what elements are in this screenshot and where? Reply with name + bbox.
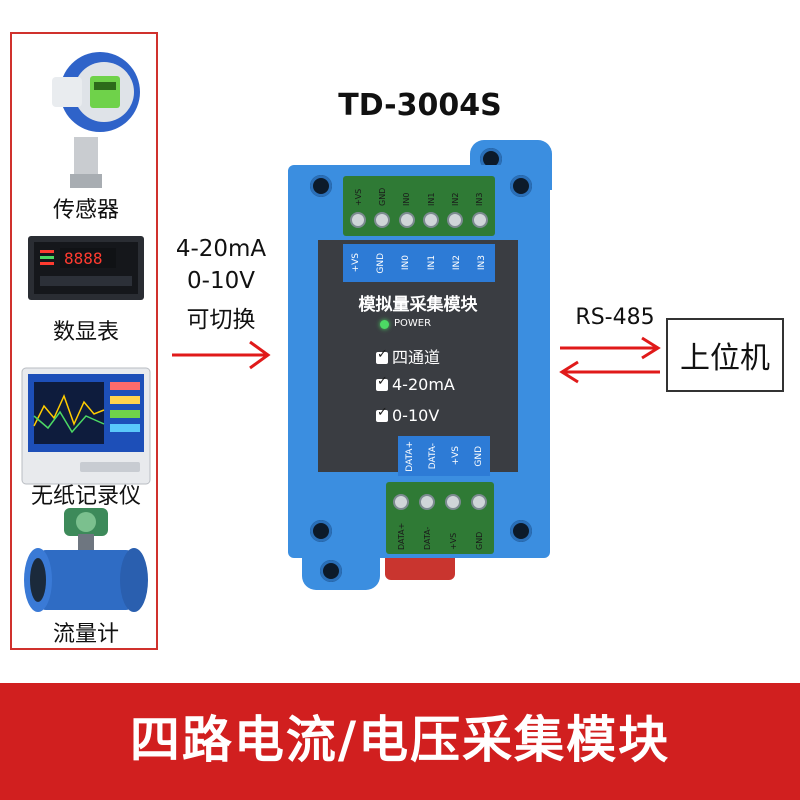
pressure-sensor-icon (52, 52, 140, 188)
top-screw-row (346, 212, 492, 228)
checkbox-icon (376, 347, 388, 364)
din-rail-clip (385, 558, 455, 580)
checkbox-icon (376, 374, 388, 391)
top-terminal-block (343, 176, 495, 236)
device-label-meter: 数显表 (52, 320, 119, 345)
screw-icon (445, 494, 461, 510)
feature-current: 4-20mA (376, 374, 455, 394)
checkbox-icon (376, 405, 388, 422)
signal-switchable: 可切换 (186, 307, 256, 333)
device-label-recorder: 无纸记录仪 (30, 484, 141, 509)
screw-icon (350, 212, 367, 228)
bidirectional-arrow-icon (559, 336, 661, 384)
signal-4-20ma: 4-20mA (175, 236, 267, 262)
svg-text:8888: 8888 (64, 249, 103, 268)
top-pin-header-gnd: GND (377, 187, 387, 206)
top-pin-header-in3: IN3 (475, 192, 485, 206)
bottom-screw-row (388, 494, 492, 510)
top-pin-header-vs: +VS (353, 188, 363, 206)
case-hole-br (510, 520, 532, 542)
bottom-pin-footer-vs: +VS (448, 532, 458, 550)
top-pin-header-in2: IN2 (450, 192, 460, 206)
model-title: TD-3004S (338, 88, 502, 123)
signal-0-10v: 0-10V (187, 268, 255, 294)
feature-voltage: 0-10V (376, 405, 439, 425)
pin-in0: IN0 (401, 255, 412, 271)
screw-icon (419, 494, 435, 510)
device-panel: 传感器 8888 数显表 无纸记录仪 流量计 (10, 32, 158, 650)
screw-icon (374, 212, 391, 228)
bottom-terminal-footer: DATA+ DATA- +VS GND (388, 518, 492, 550)
screw-icon (447, 212, 464, 228)
flow-meter-icon (24, 508, 148, 612)
case-hole-tl (310, 175, 332, 197)
input-pin-strip: +VS GND IN0 IN1 IN2 IN3 (343, 244, 495, 282)
top-pin-header-in1: IN1 (426, 192, 436, 206)
bottom-pin-footer-data-minus: DATA- (422, 526, 432, 550)
power-led-icon (380, 320, 389, 329)
screw-icon (423, 212, 440, 228)
pin-data-minus: DATA- (427, 442, 438, 470)
pin-vs: +VS (350, 253, 361, 273)
device-label-flowmeter: 流量计 (52, 622, 119, 647)
bottom-pin-footer-data-plus: DATA+ (396, 522, 406, 550)
pin-out-gnd: GND (473, 445, 484, 467)
screw-icon (471, 494, 487, 510)
host-computer-box: 上位机 (666, 318, 784, 392)
ear-hole-top (480, 148, 502, 170)
bottom-banner (0, 683, 800, 800)
case-hole-tr (510, 175, 532, 197)
output-pin-strip: DATA+ DATA- +VS GND (398, 436, 490, 476)
case-hole-bl (310, 520, 332, 542)
top-pin-header-in0: IN0 (402, 192, 412, 206)
bottom-pin-footer-gnd: GND (474, 531, 484, 550)
pin-gnd: GND (375, 252, 386, 274)
pin-data-plus: DATA+ (404, 440, 415, 472)
screw-icon (398, 212, 415, 228)
screw-icon (471, 212, 488, 228)
pin-in1: IN1 (426, 255, 437, 271)
top-terminal-header: +VS GND IN0 IN1 IN2 IN3 (346, 178, 492, 206)
digital-meter-icon: 8888 (28, 236, 144, 300)
ear-hole-bottom (320, 560, 342, 582)
banner-title: 四路电流/电压采集模块 (129, 711, 671, 769)
device-label-sensor: 传感器 (52, 198, 119, 223)
pin-out-vs: +VS (450, 446, 461, 466)
feature-channels: 四通道 (376, 344, 440, 368)
power-label: POWER (394, 318, 432, 329)
paperless-recorder-icon (21, 367, 151, 485)
pin-in3: IN3 (477, 255, 488, 271)
pin-in2: IN2 (451, 255, 462, 271)
rs485-label: RS-485 (575, 305, 655, 330)
module-name: 模拟量采集模块 (358, 295, 478, 315)
input-arrow-icon (172, 340, 271, 370)
screw-icon (393, 494, 409, 510)
